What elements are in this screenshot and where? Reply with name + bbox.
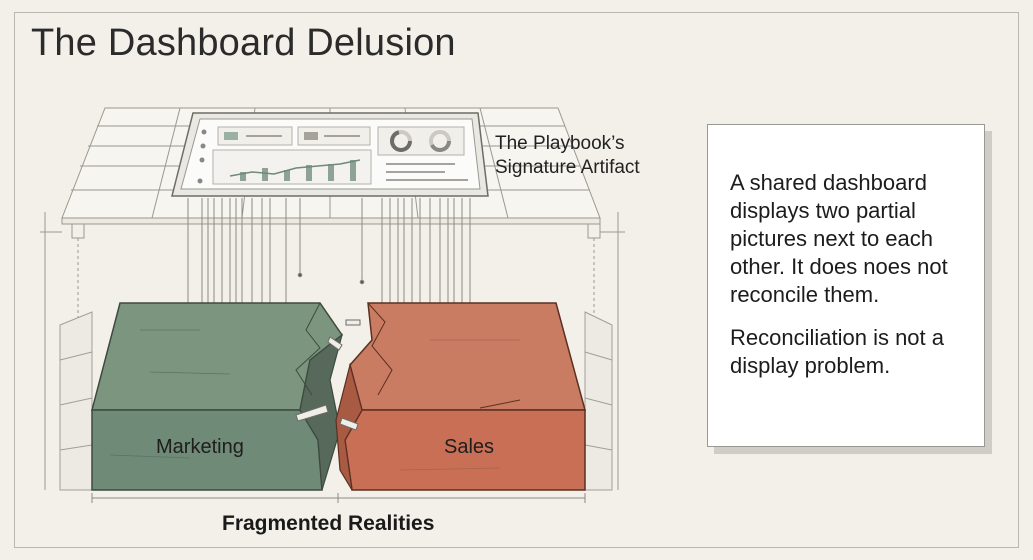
- sales-label: Sales: [444, 436, 495, 458]
- crack-clips: [295, 319, 361, 431]
- side-supports: [59, 311, 613, 491]
- sales-block: [335, 302, 586, 491]
- page-title: The Dashboard Delusion: [31, 22, 456, 64]
- marketing-label: Marketing: [156, 436, 244, 458]
- artifact-label-line2: Signature Artifact: [495, 157, 640, 178]
- dimension-line: [91, 493, 586, 503]
- marketing-block: [91, 302, 344, 491]
- note-paragraph-2: Reconciliation is not a display problem.: [730, 325, 945, 378]
- note-card: A shared dashboard displays two partial …: [707, 124, 985, 447]
- note-paragraph-1: A shared dashboard displays two partial …: [730, 170, 948, 307]
- artifact-label: The Playbook’s Signature Artifact: [495, 132, 640, 180]
- slide-frame: [14, 12, 1019, 548]
- dashboard-artifact: [171, 112, 489, 197]
- artifact-label-line1: The Playbook’s: [495, 133, 625, 154]
- footer-label: Fragmented Realities: [222, 512, 435, 535]
